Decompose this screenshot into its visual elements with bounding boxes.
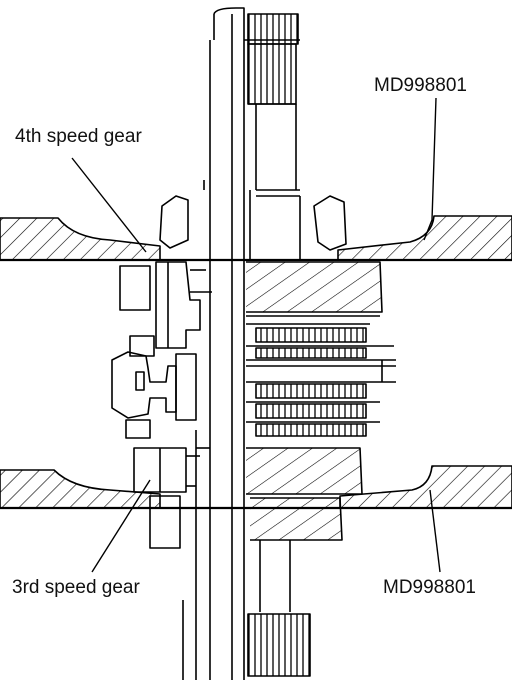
label-tool-bottom: MD998801 [383, 577, 476, 598]
leader-gear-4th [71, 157, 147, 253]
leader-tool-bottom [429, 489, 441, 573]
label-4th-speed-gear: 4th speed gear [15, 126, 142, 147]
upper-bearing [159, 190, 347, 260]
left-gear-assembly [111, 180, 212, 549]
leader-lines [71, 97, 441, 573]
leader-tool-top [423, 97, 437, 241]
synchronizer-hub [246, 360, 396, 437]
leader-gear-3rd [91, 479, 151, 573]
lower-spline [247, 540, 311, 677]
upper-tool-plate [0, 215, 512, 262]
upper-spline [247, 13, 300, 197]
third-gear-body [246, 447, 363, 541]
label-3rd-speed-gear: 3rd speed gear [12, 577, 140, 598]
fourth-gear-body [246, 261, 396, 361]
main-shaft [182, 7, 300, 680]
label-tool-top: MD998801 [374, 75, 467, 96]
lower-tool-plate [0, 465, 512, 510]
